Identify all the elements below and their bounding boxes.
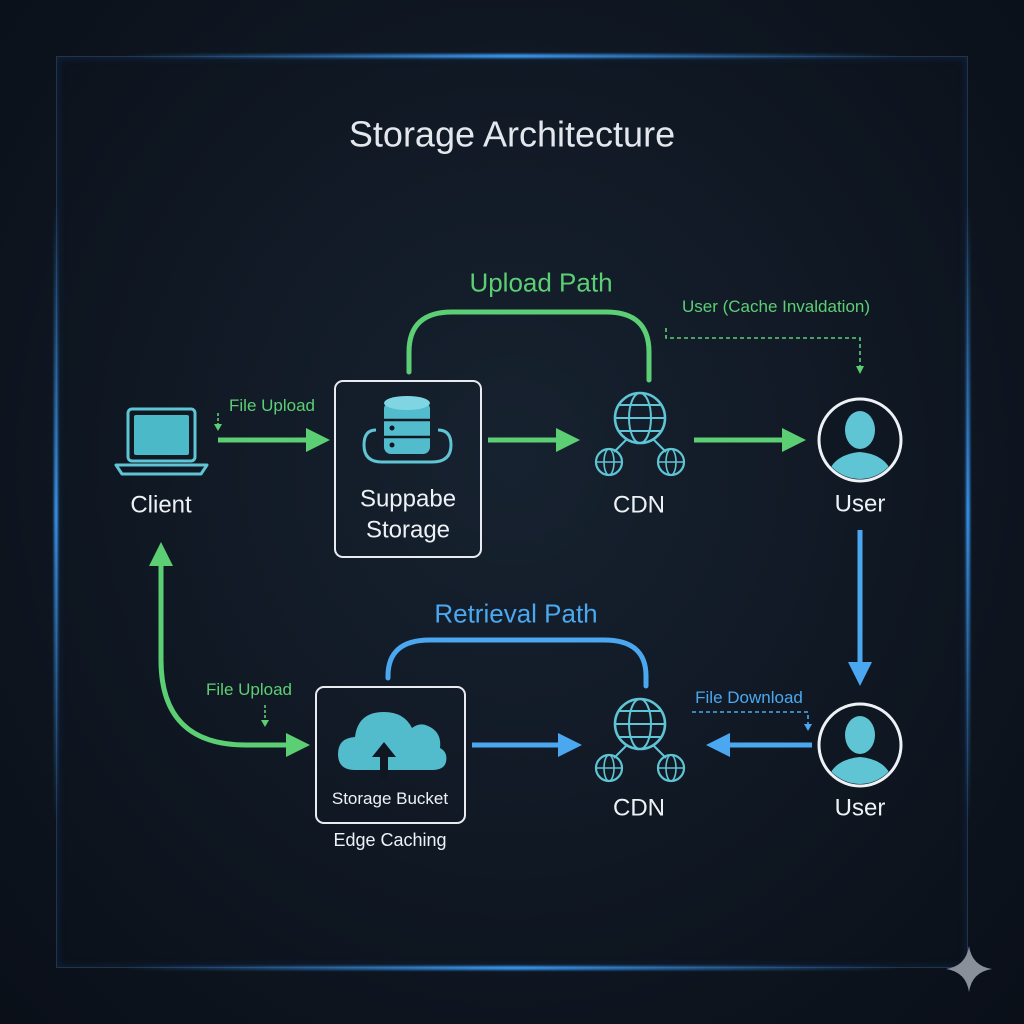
diagram-title: Storage Architecture xyxy=(348,113,676,155)
laptop-icon xyxy=(114,407,209,476)
bucket-caption: Edge Caching xyxy=(333,830,447,851)
bucket-label: Storage Bucket xyxy=(331,788,449,808)
arrow-client-bidirectional xyxy=(149,542,310,757)
arrow-bucket-to-cdn xyxy=(472,733,582,757)
arrow-user-to-cdn xyxy=(706,733,812,757)
arrow-cdn-to-user xyxy=(694,428,806,452)
database-icon xyxy=(362,396,453,464)
cdn-bottom-label: CDN xyxy=(613,794,665,822)
user-icon xyxy=(817,397,903,483)
arrow-client-to-storage xyxy=(218,428,330,452)
bucket-node-box xyxy=(315,686,466,824)
user-icon xyxy=(817,702,903,788)
retrieval-arc xyxy=(385,637,649,689)
file-upload-bottom-dashed-pointer xyxy=(261,705,269,727)
storage-node-box xyxy=(334,380,482,558)
cache-invalidation-dashed-connector xyxy=(665,328,864,374)
file-upload-dashed-pointer xyxy=(214,413,222,431)
cache-invalidation-label: User (Cache Invaldation) xyxy=(681,296,871,316)
sparkle-icon xyxy=(946,946,992,992)
arrow-storage-to-cdn xyxy=(488,428,580,452)
file-download-dashed-connector xyxy=(692,711,812,731)
user-bottom-label: User xyxy=(834,794,886,822)
arrow-user-down xyxy=(848,530,872,686)
user-top-label: User xyxy=(834,490,886,518)
upload-arc xyxy=(406,309,652,383)
cdn-top-label: CDN xyxy=(613,491,665,519)
file-download-label: File Download xyxy=(695,687,803,707)
retrieval-path-title: Retrieval Path xyxy=(434,598,598,629)
storage-label-line2: Storage xyxy=(365,516,451,544)
file-upload-label: File Upload xyxy=(229,395,315,415)
globe-network-icon xyxy=(594,391,686,477)
file-upload-bottom-label: File Upload xyxy=(206,679,292,699)
upload-path-title: Upload Path xyxy=(469,267,613,298)
client-label: Client xyxy=(130,491,192,519)
storage-label-line1: Suppabe xyxy=(359,485,457,513)
cloud-upload-icon xyxy=(338,712,447,778)
globe-network-icon xyxy=(594,697,686,783)
